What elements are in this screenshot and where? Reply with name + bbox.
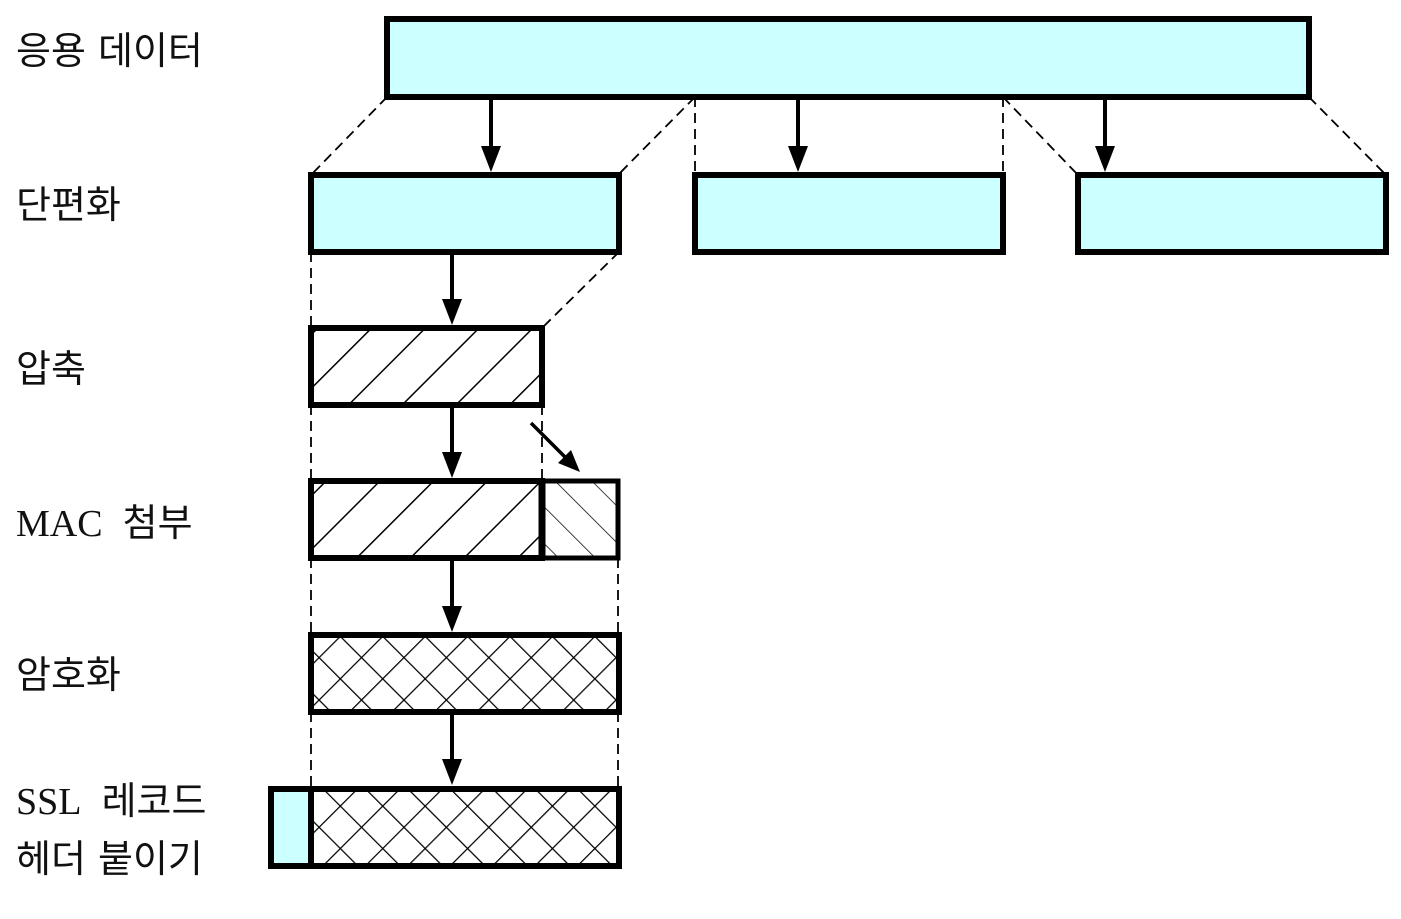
mac-tag-block: [539, 478, 621, 561]
fragment-block-1: [308, 172, 622, 255]
application-data-block: [384, 16, 1312, 100]
fragment-block-3: [1075, 172, 1389, 255]
compression-guide-lines: [310, 251, 620, 329]
label-mac-suffix: 첨부: [122, 501, 193, 545]
mac-data-block: [308, 478, 545, 561]
label-ssl-suffix: 레코드: [101, 779, 207, 823]
compression-arrow: [442, 252, 462, 325]
encryption-arrow: [442, 558, 462, 632]
fragment-guide-lines: [310, 96, 1387, 176]
header-guide-lines: [310, 712, 619, 789]
label-encryption: 암호화: [16, 653, 121, 697]
label-ssl-prefix: SSL: [16, 781, 82, 823]
label-fragmentation: 단편화: [16, 183, 121, 227]
encryption-guide-lines: [310, 558, 619, 635]
mac-guide-lines: [310, 405, 543, 481]
header-arrow: [442, 712, 462, 785]
label-mac-attach: MAC 첨부: [16, 504, 193, 543]
fragment-arrows: [481, 97, 1115, 172]
label-compression: 압축: [16, 347, 86, 391]
fragment-block-2: [692, 172, 1006, 255]
label-ssl-header-line1: SSL 레코드: [16, 782, 206, 821]
mac-arrows: [442, 405, 580, 478]
label-ssl-header-line2: 헤더 붙이기: [16, 837, 203, 881]
encrypted-block: [308, 632, 622, 715]
ssl-record-payload-block: [308, 786, 622, 869]
compressed-block: [308, 325, 545, 408]
label-mac-prefix: MAC: [16, 503, 103, 545]
ssl-header-block: [268, 786, 314, 869]
label-application-data: 응용 데이터: [16, 29, 203, 73]
